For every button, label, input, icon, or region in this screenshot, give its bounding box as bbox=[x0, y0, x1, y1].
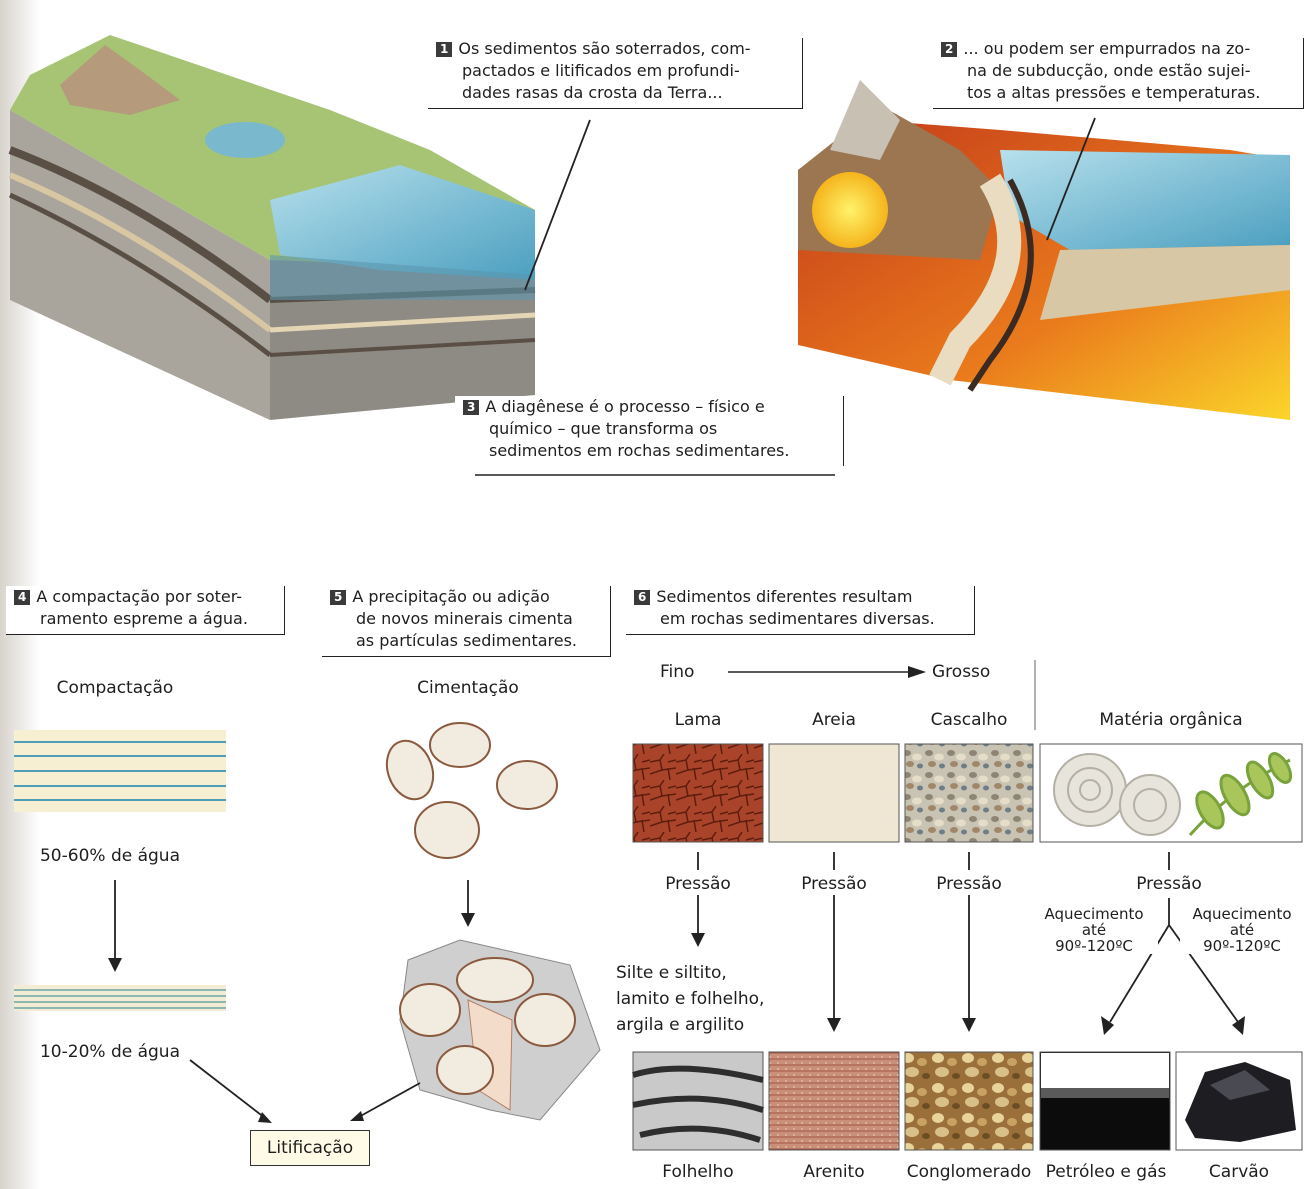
callout-6-sediment-types: 6 Sedimentos diferentes resultam em rocha… bbox=[626, 586, 975, 635]
callout-1-line: pactados e litificados em profundi- bbox=[436, 60, 792, 82]
gravel-swatch bbox=[905, 744, 1033, 842]
sand-swatch bbox=[769, 744, 899, 842]
callout-5-line: as partículas sedimentares. bbox=[330, 630, 600, 652]
sediment-label-gravel: Cascalho bbox=[905, 710, 1033, 730]
step-number-2: 2 bbox=[941, 42, 957, 57]
compaction-title: Compactação bbox=[15, 678, 215, 698]
sediment-label-mud: Lama bbox=[633, 710, 763, 730]
sandstone-swatch bbox=[769, 1052, 899, 1150]
subduction-zone-diagram bbox=[798, 80, 1290, 420]
loose-grains bbox=[379, 723, 557, 858]
rock-label-sandstone: Arenito bbox=[769, 1162, 899, 1182]
callout-3-line: sedimentos em rochas sedimentares. bbox=[463, 440, 833, 462]
pressure-label-gravel: Pressão bbox=[914, 874, 1024, 894]
grain-fine-label: Fino bbox=[660, 662, 730, 682]
compaction-top-water-label: 50-60% de água bbox=[5, 846, 215, 866]
heating-line: até bbox=[1030, 922, 1158, 938]
mud-products-list: Silte e siltito, lamito e folhelho, argi… bbox=[616, 960, 796, 1038]
heating-line: Aquecimento bbox=[1180, 906, 1304, 922]
mud-product: Silte e siltito, bbox=[616, 960, 796, 986]
cementation-title: Cimentação bbox=[368, 678, 568, 698]
mud-product: lamito e folhelho, bbox=[616, 986, 796, 1012]
callout-4-line: ramento espreme a água. bbox=[14, 608, 274, 630]
rock-label-oil-gas: Petróleo e gás bbox=[1036, 1162, 1176, 1182]
heating-label-oil: Aquecimento até 90º-120ºC bbox=[1030, 906, 1158, 954]
step-number-4: 4 bbox=[14, 590, 30, 605]
oil-gas-swatch bbox=[1040, 1052, 1170, 1150]
callout-5-cementation: 5 A precipitação ou adição de novos miner… bbox=[322, 586, 611, 657]
heating-label-coal: Aquecimento até 90º-120ºC bbox=[1180, 906, 1304, 954]
callout-4-line: A compactação por soter- bbox=[36, 587, 242, 606]
callout-6-line: em rochas sedimentares diversas. bbox=[634, 608, 964, 630]
callout-1-line: dades rasas da crosta da Terra... bbox=[436, 82, 792, 104]
callout-1-line: Os sedimentos são soterrados, com- bbox=[458, 39, 750, 58]
heating-line: até bbox=[1180, 922, 1304, 938]
callout-4-compaction: 4 A compactação por soter- ramento esprem… bbox=[6, 586, 285, 635]
callout-5-line: de novos minerais cimenta bbox=[330, 608, 600, 630]
callout-3-line: A diagênese é o processo – físico e bbox=[485, 397, 764, 416]
callout-1-burial: 1 Os sedimentos são soterrados, com- pact… bbox=[428, 38, 803, 109]
conglomerate-swatch bbox=[905, 1052, 1033, 1150]
callout-2-line: tos a altas pressões e temperaturas. bbox=[941, 82, 1293, 104]
rock-label-shale: Folhelho bbox=[633, 1162, 763, 1182]
callout-6-line: Sedimentos diferentes resultam bbox=[656, 587, 912, 606]
cemented-grains bbox=[400, 940, 600, 1120]
callout-2-subduction: 2 ... ou podem ser empurrados na zo- na d… bbox=[933, 38, 1304, 109]
rock-label-conglomerate: Conglomerado bbox=[898, 1162, 1040, 1182]
step-number-5: 5 bbox=[330, 590, 346, 605]
rock-label-coal: Carvão bbox=[1176, 1162, 1302, 1182]
callout-2-line: na de subducção, onde estão sujei- bbox=[941, 60, 1293, 82]
mud-swatch bbox=[633, 744, 763, 842]
pressure-label-organic: Pressão bbox=[1114, 874, 1224, 894]
step-number-1: 1 bbox=[436, 42, 452, 57]
compaction-layers-wet bbox=[14, 730, 226, 812]
mud-product: argila e argilito bbox=[616, 1012, 796, 1038]
step-number-6: 6 bbox=[634, 590, 650, 605]
heating-line: Aquecimento bbox=[1030, 906, 1158, 922]
sediment-label-sand: Areia bbox=[769, 710, 899, 730]
step-number-3: 3 bbox=[463, 400, 479, 415]
compaction-bottom-water-label: 10-20% de água bbox=[5, 1042, 215, 1062]
callout-3-diagenesis: 3 A diagênese é o processo – físico e quí… bbox=[455, 396, 844, 466]
shale-swatch bbox=[633, 1052, 763, 1150]
heating-line: 90º-120ºC bbox=[1180, 938, 1304, 954]
callout-2-line: ... ou podem ser empurrados na zo- bbox=[963, 39, 1250, 58]
callout-5-line: A precipitação ou adição bbox=[352, 587, 549, 606]
pressure-label-mud: Pressão bbox=[643, 874, 753, 894]
pressure-label-sand: Pressão bbox=[779, 874, 889, 894]
callout-3-line: químico – que transforma os bbox=[463, 418, 833, 440]
compaction-layers-compacted bbox=[14, 985, 226, 1011]
sediment-label-organic: Matéria orgânica bbox=[1040, 710, 1302, 730]
grain-coarse-label: Grosso bbox=[932, 662, 1012, 682]
heating-line: 90º-120ºC bbox=[1030, 938, 1158, 954]
lithification-box: Litificação bbox=[250, 1130, 370, 1166]
coal-swatch bbox=[1176, 1052, 1302, 1150]
